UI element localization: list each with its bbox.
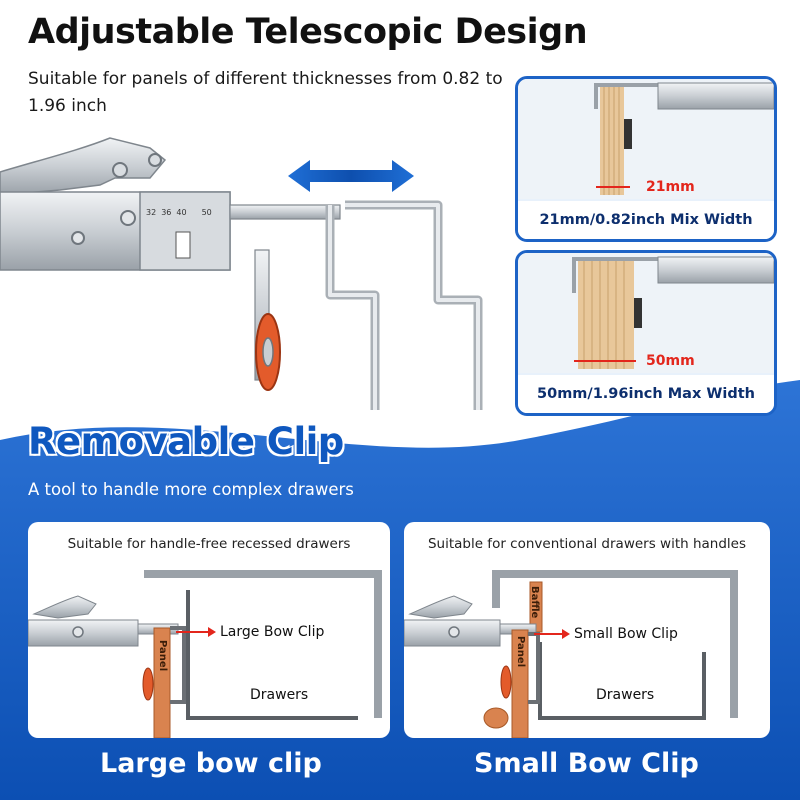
scale-mark: 32 xyxy=(146,208,157,217)
baffle-text: Baffle xyxy=(529,586,540,619)
section-title: Removable Clip xyxy=(28,420,344,463)
page-subtitle: Suitable for panels of different thickne… xyxy=(28,69,503,116)
inset-caption: 21mm/0.82inch Mix Width xyxy=(518,201,774,239)
page-title: Adjustable Telescopic Design xyxy=(28,12,588,52)
tool-handle xyxy=(0,137,167,196)
large-bow-clip-diagram xyxy=(28,570,382,738)
min-width-photo xyxy=(518,79,774,199)
scale-mark: 50 xyxy=(201,208,212,217)
panel-large-bow-clip: Suitable for handle-free recessed drawer… xyxy=(28,522,390,738)
panel-description: Suitable for conventional drawers with h… xyxy=(427,536,747,552)
clip-label: Large Bow Clip xyxy=(220,624,325,640)
inset-caption: 50mm/1.96inch Max Width xyxy=(518,375,774,413)
dimension-label: 21mm xyxy=(646,179,695,195)
adjust-arrow-icon xyxy=(288,160,414,192)
panel-description: Suitable for handle-free recessed drawer… xyxy=(67,536,351,552)
small-bow-clip-diagram xyxy=(404,570,738,738)
panel-text: Panel xyxy=(515,636,526,668)
inset-max-width: 50mm 50mm/1.96inch Max Width xyxy=(515,250,777,416)
section-subtitle: A tool to handle more complex drawers xyxy=(28,480,354,499)
dimension-label: 50mm xyxy=(646,353,695,369)
scale-mark: 36 xyxy=(161,208,172,217)
inset-min-width: 21mm 21mm/0.82inch Mix Width xyxy=(515,76,777,242)
scale-mark: 40 xyxy=(176,208,187,217)
max-width-photo xyxy=(518,253,774,373)
clip-label: Small Bow Clip xyxy=(574,626,678,642)
scale-marks: 32 36 40 50 xyxy=(146,208,212,217)
caption-small-bow-clip: Small Bow Clip xyxy=(474,748,699,779)
drawers-label: Drawers xyxy=(250,687,309,703)
caption-large-bow-clip: Large bow clip xyxy=(100,748,322,779)
drawers-label: Drawers xyxy=(596,687,655,703)
panel-small-bow-clip: Suitable for conventional drawers with h… xyxy=(404,522,770,738)
panel-text: Panel xyxy=(157,640,168,672)
